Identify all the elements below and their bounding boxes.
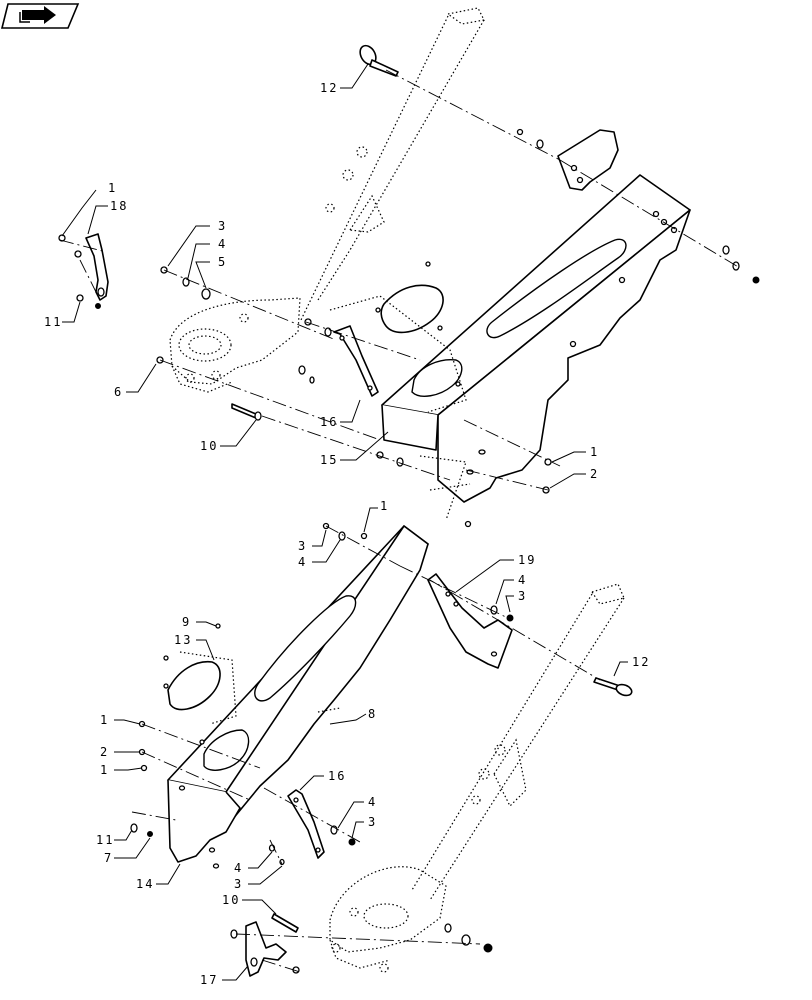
callout-label: 8	[368, 707, 377, 721]
loader-arm-lower-ghost	[329, 583, 625, 973]
callout-label: 12	[632, 655, 650, 669]
callout-label: 4	[234, 861, 243, 875]
callout-label: 1	[108, 181, 117, 195]
center-lines-lower	[131, 525, 601, 973]
callout-label: 5	[218, 255, 227, 269]
link-pin-lower	[593, 677, 633, 697]
callout-leaders	[61, 63, 628, 981]
callout-label: 12	[320, 81, 338, 95]
hardware-lower	[130, 522, 514, 974]
cover-plate-lower	[167, 661, 221, 711]
callout-label: 4	[218, 237, 227, 251]
callout-label: 3	[368, 815, 377, 829]
bracket-outline-lower-ghost	[179, 651, 341, 725]
callout-label: 1	[380, 499, 389, 513]
loader-arm-upper-ghost	[169, 7, 485, 393]
callout-label: 16	[320, 415, 338, 429]
callout-label: 3	[218, 219, 227, 233]
callout-label: 3	[298, 539, 307, 553]
callout-label: 11	[44, 315, 62, 329]
mount-bracket-upper	[381, 174, 691, 503]
callout-label: 4	[368, 795, 377, 809]
callout-label: 18	[110, 199, 128, 213]
clamp-bar-lower	[287, 789, 325, 859]
link-pin-upper	[359, 44, 399, 77]
callout-label: 3	[518, 589, 527, 603]
hardware-upper	[58, 128, 760, 528]
callout-label: 10	[222, 893, 240, 907]
callout-label: 17	[200, 973, 218, 987]
bracket-outline-upper-ghost	[329, 295, 471, 521]
callout-label: 7	[104, 851, 113, 865]
callout-label: 1	[100, 763, 109, 777]
cover-plate-upper	[380, 284, 444, 334]
callout-label: 9	[182, 615, 191, 629]
book-arrow-icon[interactable]	[0, 3, 80, 29]
callout-label: 13	[174, 633, 192, 647]
side-plate-lower	[427, 573, 513, 669]
callout-label: 15	[320, 453, 338, 467]
callout-label: 4	[298, 555, 307, 569]
bracket-17-lower	[245, 921, 287, 977]
callout-label: 10	[200, 439, 218, 453]
callout-label: 11	[96, 833, 114, 847]
top-plate-upper	[557, 129, 619, 191]
callout-label: 2	[100, 745, 109, 759]
callout-label: 3	[234, 877, 243, 891]
callout-label: 14	[136, 877, 154, 891]
callout-label: 1	[590, 445, 599, 459]
clamp-bar-upper	[333, 325, 379, 397]
callout-label: 6	[114, 385, 123, 399]
callout-label: 1	[100, 713, 109, 727]
callout-labels: 1 18 11 3 4 5 6 10 12 16 15 1 2 1 3 4 19…	[44, 81, 650, 987]
callout-label: 16	[328, 769, 346, 783]
callout-label: 2	[590, 467, 599, 481]
callout-label: 19	[518, 553, 536, 567]
mount-bracket-lower	[167, 525, 429, 869]
callout-label: 4	[518, 573, 527, 587]
center-lines-upper	[59, 69, 741, 491]
